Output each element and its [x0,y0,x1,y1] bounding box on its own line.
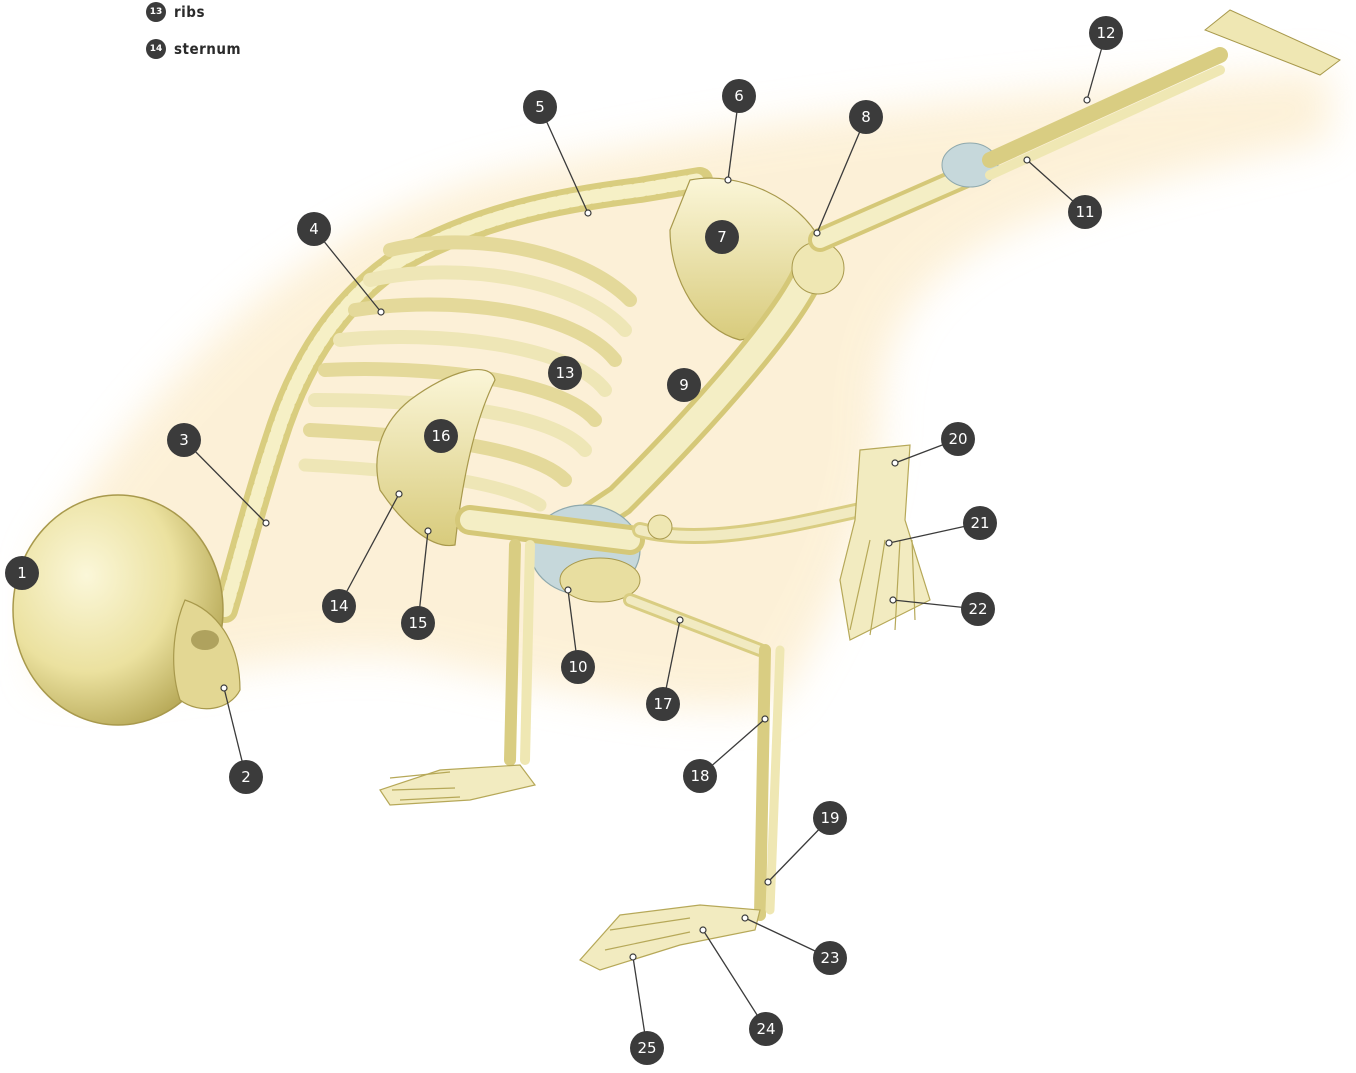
callout-3: 3 [167,423,201,457]
callout-7: 7 [705,220,739,254]
callout-number: 13 [555,364,574,382]
callout-15: 15 [401,606,435,640]
callout-24: 24 [749,1012,783,1046]
callout-number: 22 [968,600,987,618]
callout-number: 7 [717,228,727,246]
callout-number: 10 [568,658,587,676]
legend-number-marker: 14 [146,39,166,59]
callout-number: 5 [535,98,545,116]
callout-16: 16 [424,419,458,453]
callout-number: 3 [179,431,189,449]
callout-23: 23 [813,941,847,975]
callout-20: 20 [941,422,975,456]
callout-number: 24 [756,1020,775,1038]
callout-21: 21 [963,506,997,540]
callout-number: 9 [679,376,689,394]
callout-18: 18 [683,759,717,793]
right-hand [580,905,760,970]
callout-13: 13 [548,356,582,390]
callout-11: 11 [1068,195,1102,229]
callout-4: 4 [297,212,331,246]
callout-number: 20 [948,430,967,448]
callout-number: 25 [637,1039,656,1057]
legend: 13 ribs 14 sternum [0,0,300,70]
callout-12: 12 [1089,16,1123,50]
callout-number: 4 [309,220,319,238]
callout-8: 8 [849,100,883,134]
femur [470,520,630,540]
callout-5: 5 [523,90,557,124]
callout-number: 23 [820,949,839,967]
callout-number: 21 [970,514,989,532]
callout-number: 14 [329,597,348,615]
callout-1: 1 [5,556,39,590]
callout-19: 19 [813,801,847,835]
callout-number: 8 [861,108,871,126]
callout-number: 11 [1075,203,1094,221]
legend-term: sternum [174,40,241,58]
callout-number: 18 [690,767,709,785]
legend-term: ribs [174,3,205,21]
legend-item-sternum: 14 sternum [146,38,241,60]
callout-9: 9 [667,368,701,402]
callout-number: 6 [734,87,744,105]
callout-number: 2 [241,768,251,786]
callout-2: 2 [229,760,263,794]
callout-number: 16 [431,427,450,445]
callout-6: 6 [722,79,756,113]
callout-number: 15 [408,614,427,632]
legend-number-marker: 13 [146,2,166,22]
callout-10: 10 [561,650,595,684]
callout-14: 14 [322,589,356,623]
callout-number: 17 [653,695,672,713]
callout-22: 22 [961,592,995,626]
callout-25: 25 [630,1031,664,1065]
callout-number: 19 [820,809,839,827]
callout-number: 12 [1096,24,1115,42]
left-hand [380,765,535,805]
callout-17: 17 [646,687,680,721]
callout-number: 1 [17,564,27,582]
legend-item-ribs: 13 ribs [146,1,205,23]
